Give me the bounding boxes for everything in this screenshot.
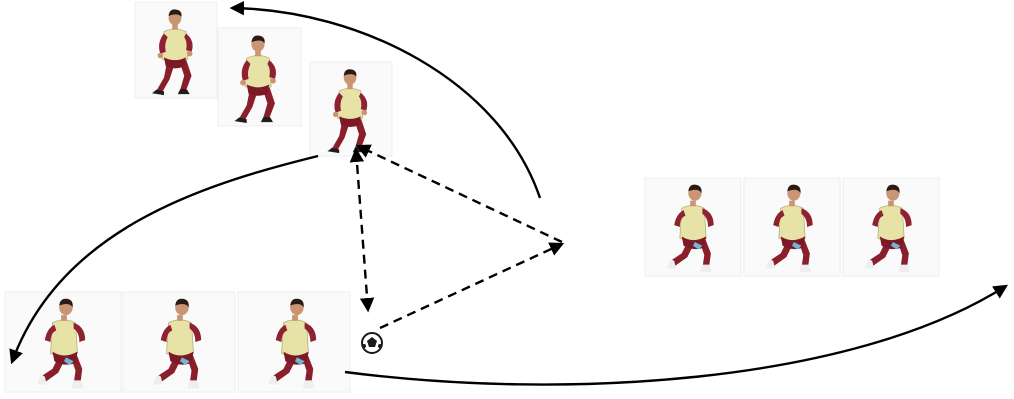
pass-arrow-top-group-to-ball xyxy=(349,147,375,313)
run-arrow-bottom-group-to-right xyxy=(344,284,1009,386)
player-figure xyxy=(842,177,940,277)
soccer-ball-icon xyxy=(361,332,383,354)
player-figure xyxy=(4,291,122,393)
player-figure xyxy=(217,27,302,127)
pass-arrow-ball-to-right-cone xyxy=(379,242,565,330)
player-figure xyxy=(134,1,218,99)
player-figure xyxy=(122,291,236,393)
player-group-right xyxy=(644,177,940,277)
player-figure xyxy=(743,177,841,277)
run-arrow-right-cone-to-top-left xyxy=(229,0,542,199)
player-figure xyxy=(309,61,393,157)
run-arrow-top-group-to-bottom-left xyxy=(9,154,319,365)
player-figure xyxy=(237,291,351,393)
player-group-bottom-left xyxy=(4,291,351,393)
player-figure xyxy=(644,177,742,277)
pass-arrow-right-cone-to-top-group xyxy=(355,144,563,244)
player-group-top-left xyxy=(134,1,393,157)
